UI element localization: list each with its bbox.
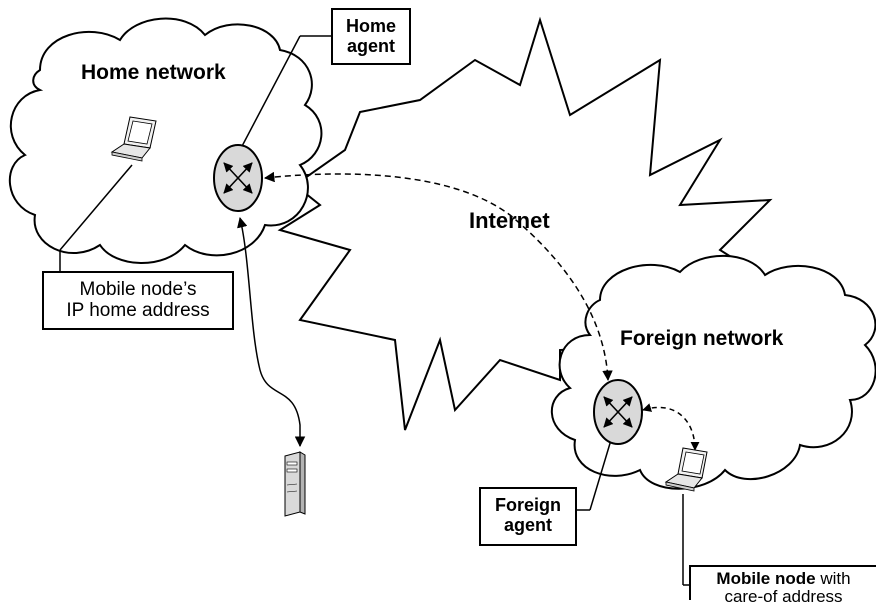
internet-label: Internet <box>469 208 550 233</box>
home-address-box: Mobile node’s IP home address <box>42 271 234 330</box>
foreign-agent-box: Foreign agent <box>479 487 577 546</box>
home-agent-line1: Home <box>345 16 396 36</box>
home-address-line1: Mobile node’s <box>79 279 197 300</box>
home-address-line2: IP home address <box>66 300 210 322</box>
home-address-connector <box>59 164 133 251</box>
foreign-network-title: Foreign network <box>620 327 784 350</box>
foreign-agent-line1: Foreign <box>495 495 561 515</box>
home-agent-line2: agent <box>346 36 395 57</box>
mobile-node-rest: with <box>815 569 851 588</box>
home-network-title: Home network <box>81 61 226 84</box>
mobile-node-laptop-icon <box>664 447 708 492</box>
mobile-node-box: Mobile node with care-of address <box>689 565 876 605</box>
foreign-agent-line2: agent <box>503 515 552 536</box>
home-laptop-icon <box>110 116 157 162</box>
home-agent-box: Home agent <box>331 8 411 65</box>
foreign-link-arrow <box>642 403 700 451</box>
tunnel-arrow <box>263 171 613 382</box>
home-agent-connector-diag <box>239 35 301 151</box>
home-agent-router-icon <box>213 144 263 212</box>
home-network-cloud <box>8 17 323 264</box>
mobile-node-line2: care-of address <box>724 586 843 606</box>
server-icon <box>284 451 306 517</box>
foreign-agent-router-icon <box>593 379 643 445</box>
mobile-node-bold: Mobile node <box>716 569 816 588</box>
server-link-arrow <box>237 216 306 448</box>
